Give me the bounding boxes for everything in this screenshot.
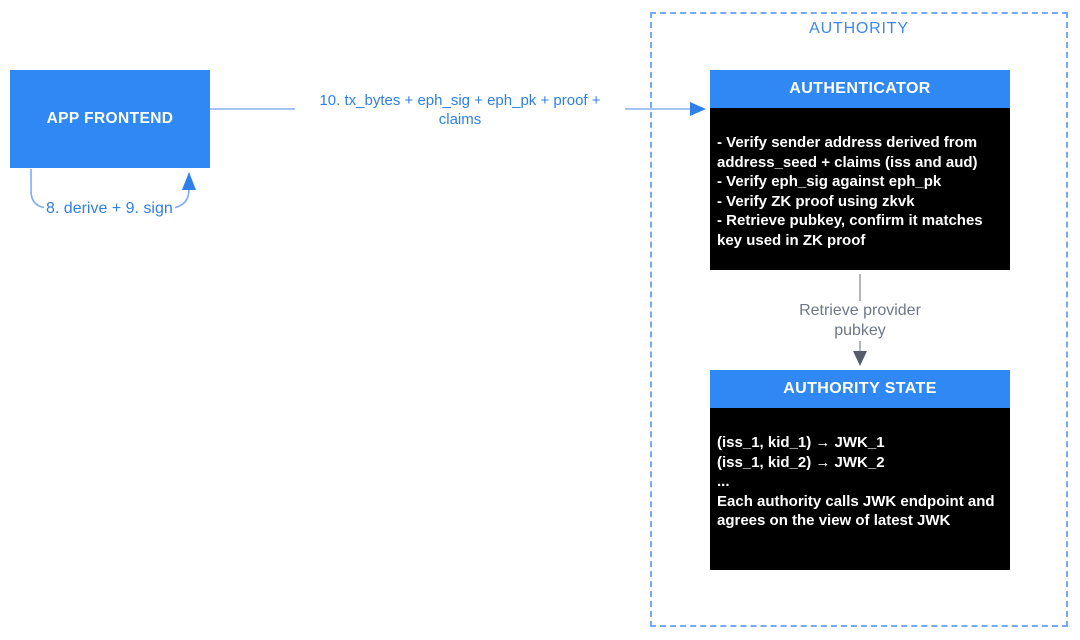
authority-state-body: (iss_1, kid_1) → JWK_1 (iss_1, kid_2) → … (710, 408, 1010, 570)
retrieve-pubkey-label-line1: Retrieve provider (799, 302, 921, 319)
app-frontend-label: APP FRONTEND (46, 110, 174, 127)
app-frontend-box: APP FRONTEND (10, 70, 210, 168)
authority-container: AUTHORITY (650, 12, 1068, 627)
authority-title: AUTHORITY (809, 20, 909, 37)
derive-sign-arrowhead-up-icon (182, 172, 196, 190)
flow-arrow-label: 10. tx_bytes + eph_sig + eph_pk + proof … (295, 91, 625, 129)
retrieve-pubkey-label-line2: pubkey (834, 322, 886, 339)
flow-arrow-label-line2: claims (438, 111, 482, 128)
flow-arrow-label-line1: 10. tx_bytes + eph_sig + eph_pk + proof … (319, 92, 601, 109)
authority-state-header: AUTHORITY STATE (710, 370, 1010, 408)
derive-sign-label: 8. derive + 9. sign (44, 199, 175, 219)
retrieve-pubkey-label: Retrieve provider pubkey (780, 301, 940, 341)
authenticator-header: AUTHENTICATOR (710, 70, 1010, 108)
authenticator-body: - Verify sender address derived from add… (710, 108, 1010, 270)
